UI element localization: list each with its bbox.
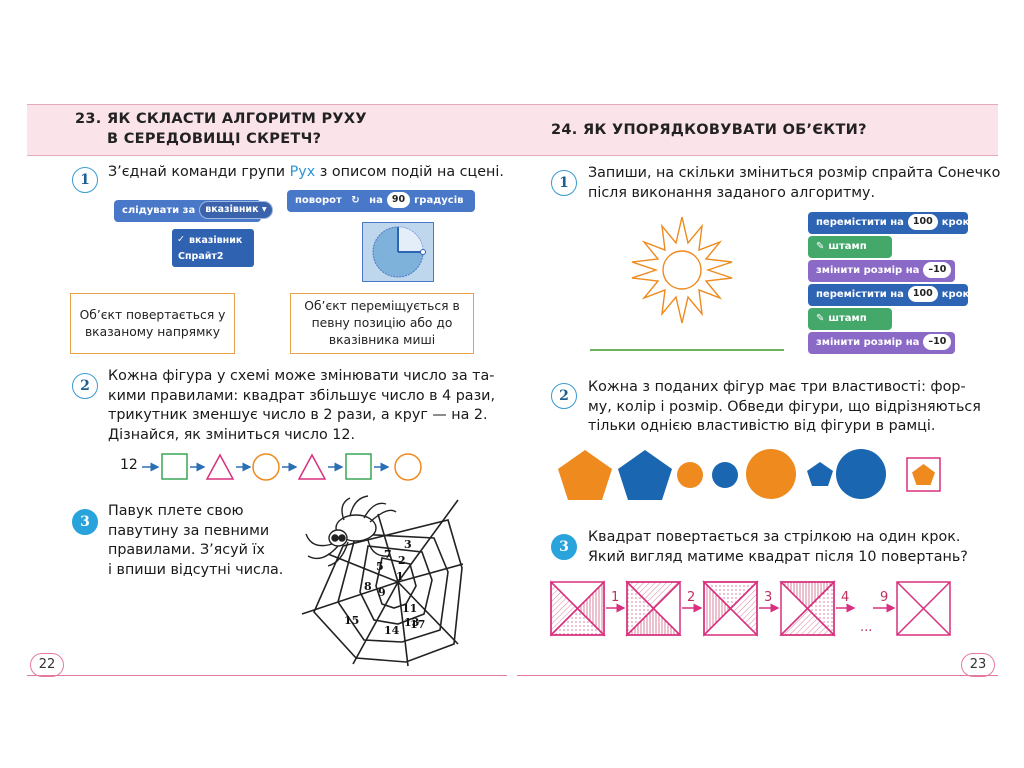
turn-clockwise-icon: ↻ (351, 195, 360, 206)
circle-small-orange (677, 462, 703, 488)
circle-large-blue (836, 449, 886, 499)
web-number: 7 (384, 548, 392, 561)
task-1-text: З’єднай команди групи Рух з описом подій… (108, 164, 504, 180)
dropdown-item-pointer[interactable]: вказівник (189, 235, 243, 246)
r-task-2-number: 2 (551, 383, 577, 409)
dropdown-item-sprite2[interactable]: Спрайт2 (178, 251, 224, 262)
web-number: 3 (404, 538, 412, 551)
web-number: 1 (396, 570, 404, 583)
web-number: 11 (402, 602, 417, 615)
web-number: 8 (364, 580, 372, 593)
size-change-input[interactable]: –10 (923, 262, 952, 278)
step-label: 9 (880, 590, 889, 605)
web-number: 2 (398, 554, 406, 567)
block-size-1[interactable]: змінити розмір на–10 (808, 260, 955, 282)
dropdown-menu: ✓ вказівник Спрайт2 (172, 229, 254, 267)
step-label: 3 (764, 590, 773, 605)
section-23-number: 23. (75, 111, 102, 127)
task-2-number: 2 (72, 373, 98, 399)
section-24-number: 24. (551, 122, 578, 138)
section-24-title: ЯК УПОРЯДКОВУВАТИ ОБ’ЄКТИ? (583, 122, 867, 138)
task-1-number: 1 (72, 167, 98, 193)
turn-degrees-input[interactable]: 90 (386, 192, 411, 208)
web-number: 17 (410, 618, 425, 631)
sun-icon (631, 216, 733, 324)
description-box-move: Об’єкт переміщується в певну позицію або… (290, 293, 474, 354)
task-3-text: Павук плете свою павутину за певними пра… (108, 503, 284, 578)
r-task-1-number: 1 (551, 170, 577, 196)
page-number-22: 22 (30, 653, 64, 677)
circle-large-orange (746, 449, 796, 499)
circle-small-blue (712, 462, 738, 488)
block-stamp-2[interactable]: ✎штамп (808, 308, 892, 330)
page-number-23: 23 (961, 653, 995, 677)
r-task-2-text: Кожна з поданих фігур має три властивост… (588, 379, 981, 434)
pen-icon: ✎ (816, 241, 825, 252)
check-icon: ✓ (177, 234, 185, 245)
spider-icon (305, 495, 397, 567)
pentagon-small-orange (912, 464, 935, 485)
ellipsis: ... (860, 620, 873, 635)
pen-icon: ✎ (816, 313, 825, 324)
r-task-1-text: Запиши, на скільки зміниться розмір спра… (588, 165, 1001, 201)
figure-chain (142, 453, 422, 481)
direction-dial (362, 222, 434, 282)
web-number: 14 (384, 624, 400, 637)
task-3-number: 3 (72, 509, 98, 535)
footer-line-left (27, 675, 507, 676)
pentagon-small-blue (807, 462, 833, 486)
ground-line (590, 349, 784, 351)
pentagon-large-orange (558, 450, 612, 500)
r-task-3-number: 3 (551, 534, 577, 560)
section-23-title-line2: В СЕРЕДОВИЩІ СКРЕТЧ? (107, 131, 322, 147)
block-size-2[interactable]: змінити розмір на–10 (808, 332, 955, 354)
shapes-row (558, 449, 941, 500)
r-task-3-text: Квадрат повертається за стрілкою на один… (588, 529, 968, 565)
chain-start-number: 12 (120, 457, 138, 473)
move-steps-input[interactable]: 100 (907, 286, 938, 302)
step-label: 4 (841, 590, 850, 605)
size-change-input[interactable]: –10 (923, 334, 952, 350)
spider-web-illustration: 3 2 1 5 7 8 9 11 13 17 14 15 (301, 495, 463, 667)
rotating-squares (550, 580, 951, 637)
follow-target-dropdown[interactable]: вказівник ▾ (199, 201, 273, 219)
description-box-turn: Об’єкт повертається у вказаному напрямку (70, 293, 235, 354)
web-number: 5 (376, 560, 384, 573)
task-2-text: Кожна фігура у схемі може змінювати числ… (108, 368, 496, 443)
move-steps-input[interactable]: 100 (907, 214, 938, 230)
step-label: 2 (687, 590, 696, 605)
step-label: 1 (611, 590, 620, 605)
pentagon-large-blue (618, 450, 672, 500)
header-band (27, 104, 998, 156)
reference-frame (906, 457, 941, 492)
web-number: 13 (404, 616, 419, 629)
block-stamp-1[interactable]: ✎штамп (808, 236, 892, 258)
web-number: 9 (378, 586, 386, 599)
section-23-title-line1: ЯК СКЛАСТИ АЛГОРИТМ РУХУ (107, 111, 367, 127)
footer-line-right (517, 675, 998, 676)
web-number: 15 (344, 614, 359, 627)
